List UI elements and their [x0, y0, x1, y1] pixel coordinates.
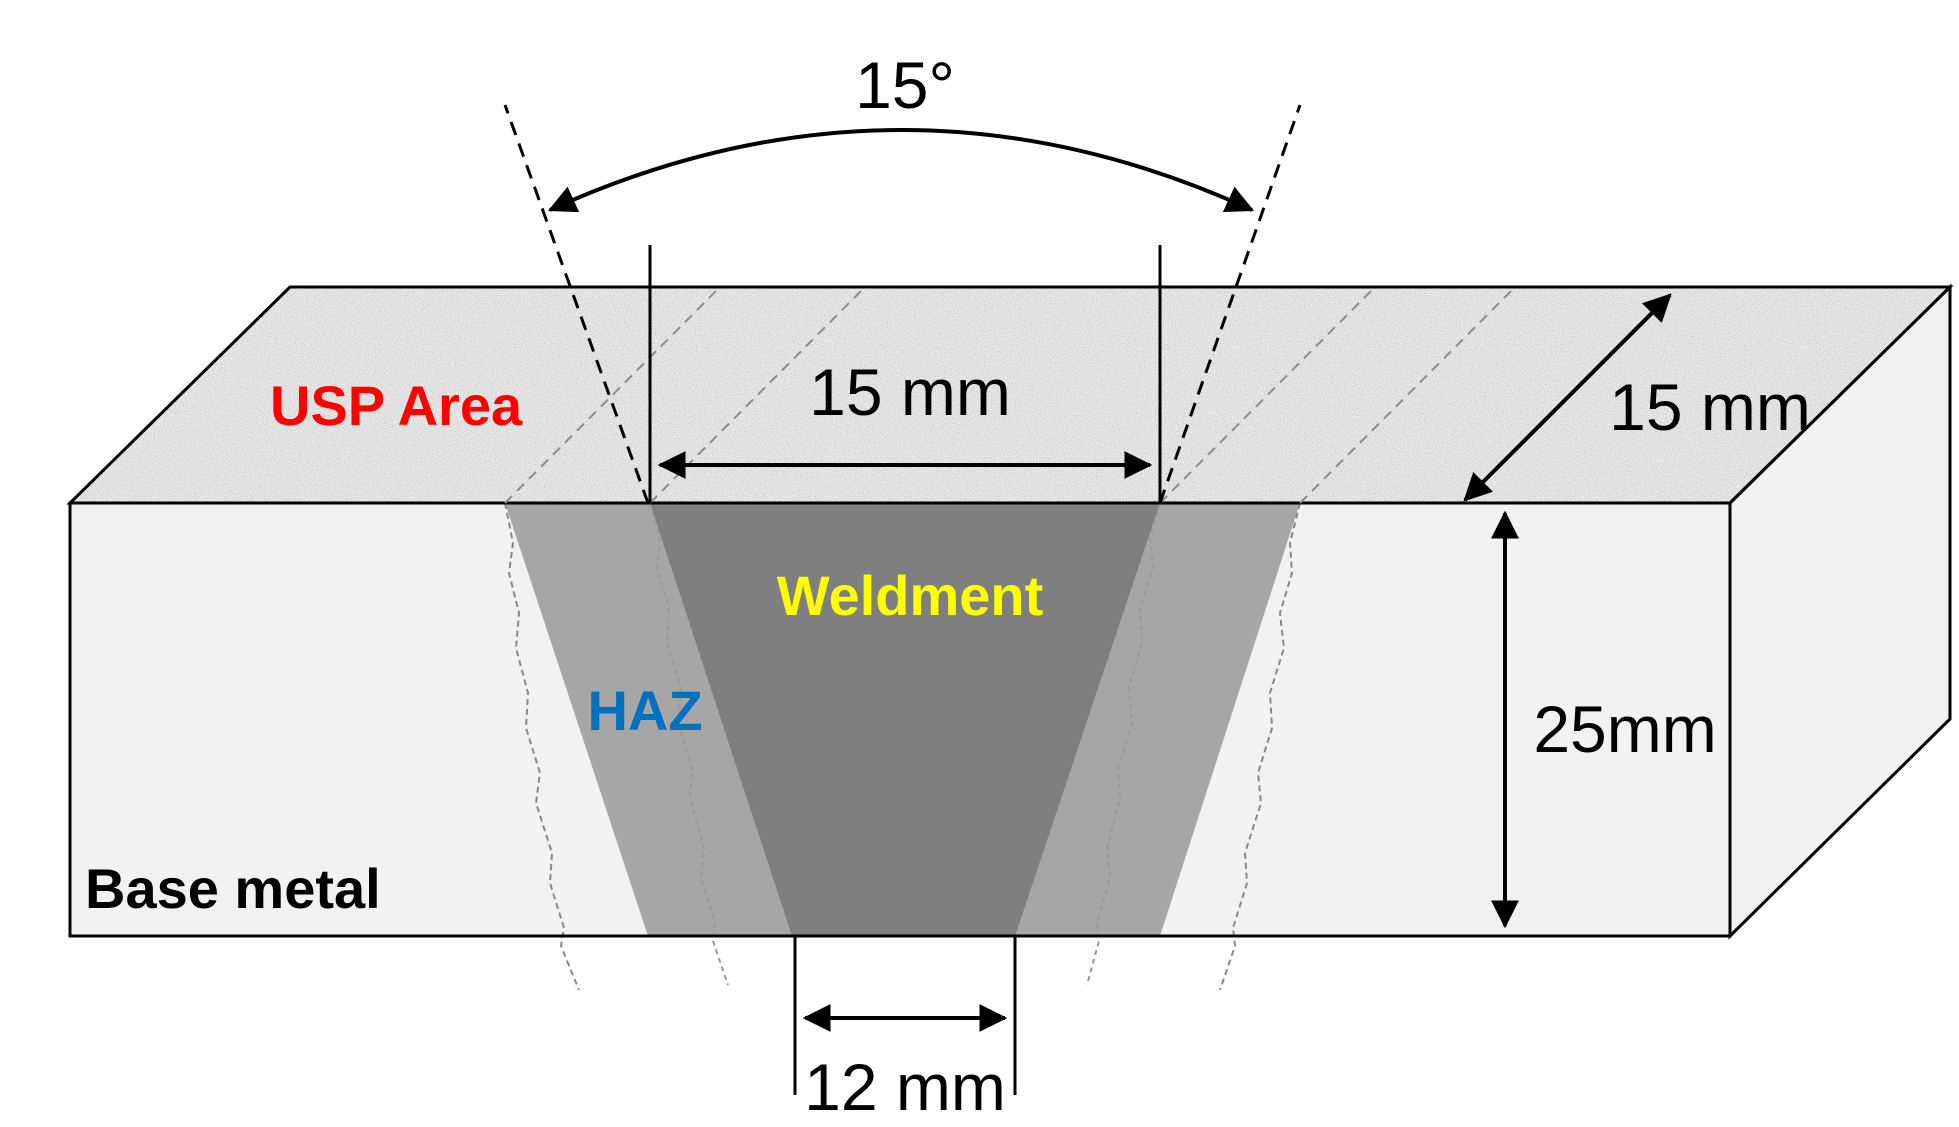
thickness-label: 25mm	[1533, 692, 1716, 766]
haz-boundary-left	[504, 502, 580, 991]
angle-arc	[547, 128, 1255, 213]
weldment-region	[650, 503, 1160, 936]
haz-label: HAZ	[587, 679, 702, 742]
root-width-dimension	[793, 936, 1017, 1095]
depth-label: 15 mm	[1609, 370, 1811, 444]
bevel-lines	[503, 104, 1302, 504]
top-width-label: 15 mm	[809, 355, 1011, 429]
usp-area-label: USP Area	[270, 374, 523, 437]
base-metal-label: Base metal	[85, 857, 381, 920]
root-width-label: 12 mm	[804, 1050, 1006, 1122]
weld-boundary-left	[649, 502, 729, 986]
weldment-label: Weldment	[777, 564, 1044, 627]
haz-boundary-right	[1219, 502, 1301, 991]
weld-boundary-right	[1086, 502, 1161, 986]
top-width-dimension	[648, 245, 1162, 503]
top-face-outline	[66, 285, 1954, 505]
depth-dimension	[1463, 293, 1672, 502]
angle-label: 15°	[855, 48, 955, 122]
